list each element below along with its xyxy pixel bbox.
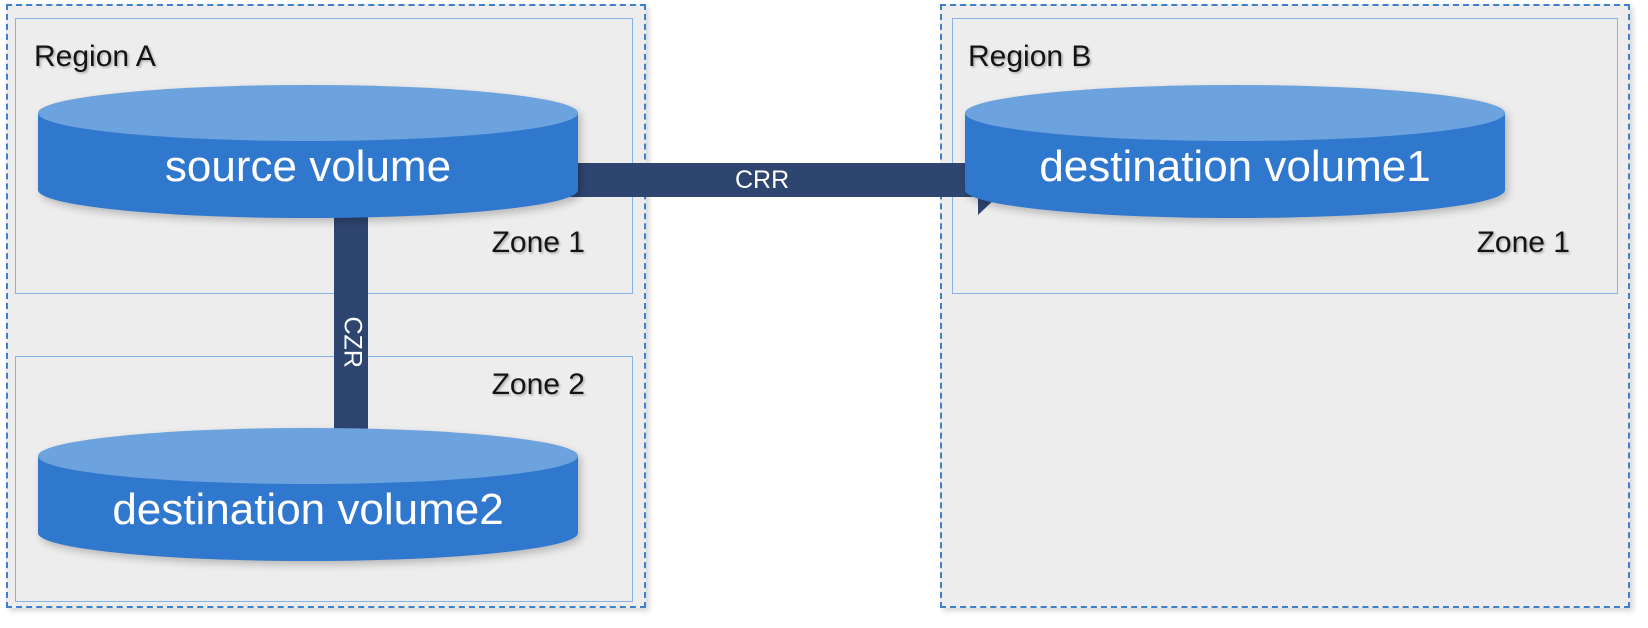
destination-volume2-cylinder[interactable]: destination volume2: [38, 428, 578, 561]
czr-arrow: [308, 212, 394, 470]
region-a-zone-2-label: Zone 2: [491, 368, 585, 401]
region-a-zone-1-label: Zone 1: [491, 226, 585, 259]
region-b-label: Region B: [968, 40, 1092, 73]
region-b-zone-1-label: Zone 1: [1476, 226, 1570, 259]
czr-arrow-label: CZR: [338, 316, 367, 368]
crr-arrow-label: CRR: [735, 166, 790, 194]
source-volume-cylinder[interactable]: source volume: [38, 85, 578, 218]
region-a-label: Region A: [34, 40, 156, 73]
destination-volume1-cylinder[interactable]: destination volume1: [965, 85, 1505, 218]
crr-arrow: [570, 140, 1020, 220]
